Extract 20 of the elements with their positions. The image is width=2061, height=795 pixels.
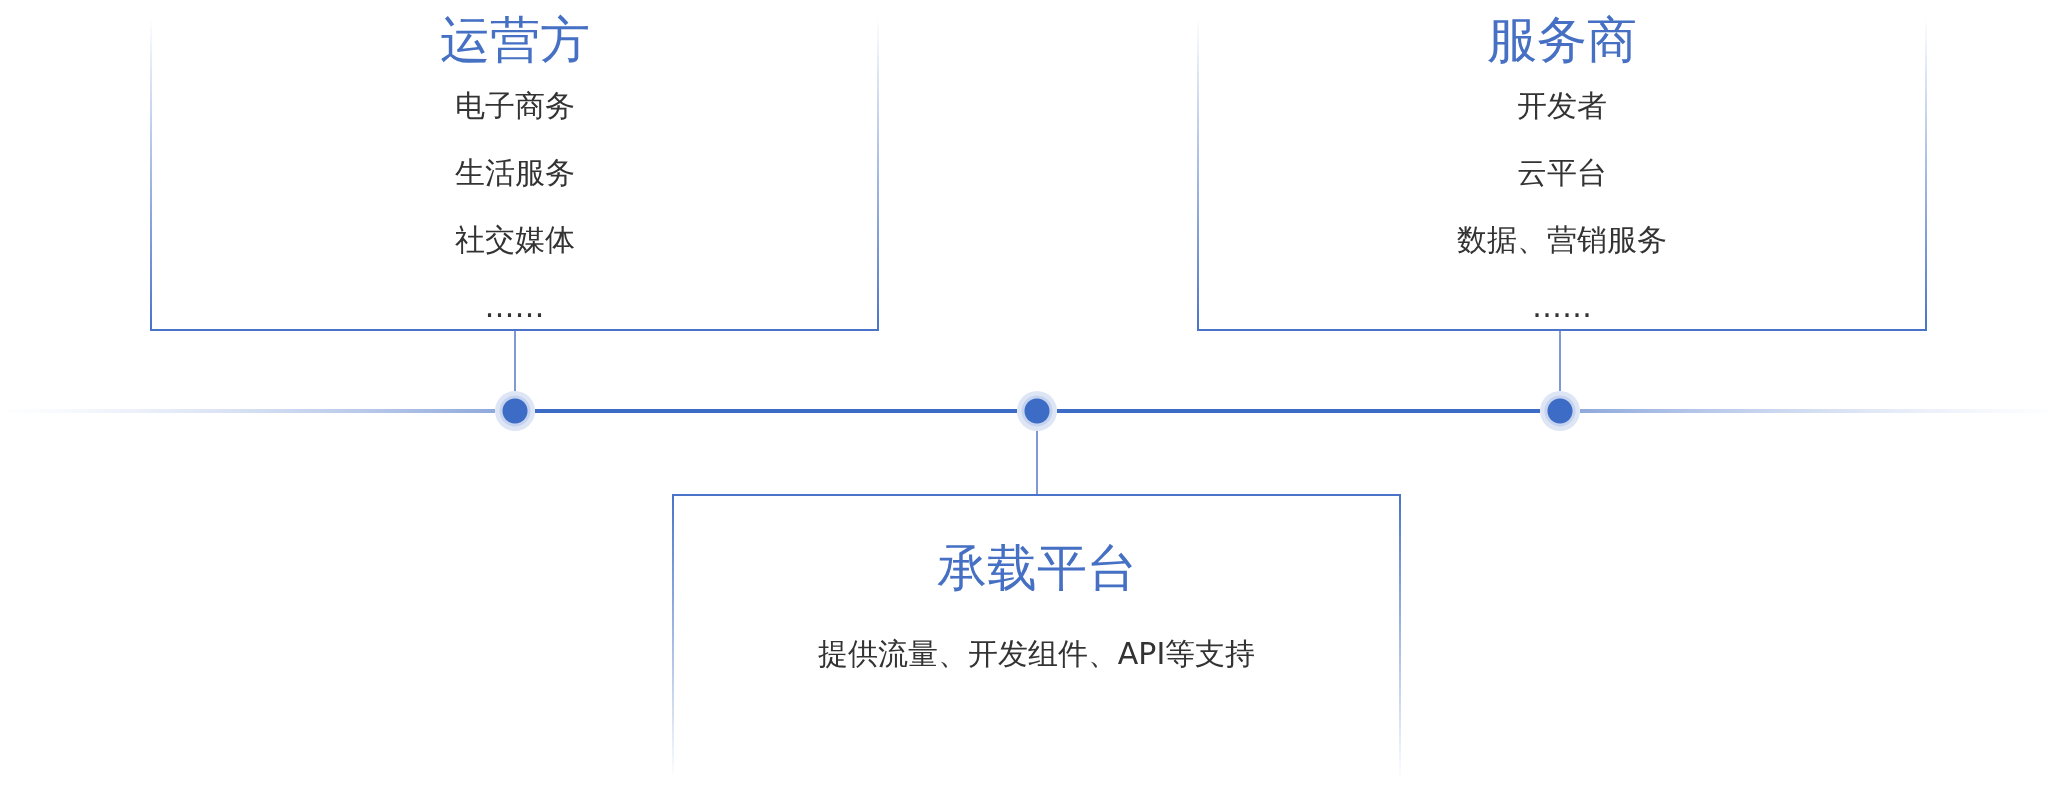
- connector-line: [1559, 330, 1561, 392]
- box-item: 开发者: [1517, 87, 1607, 125]
- connector-line: [514, 330, 516, 392]
- box-item: 数据、营销服务: [1457, 221, 1667, 259]
- box-item: 云平台: [1517, 154, 1607, 192]
- timeline-dot: [1017, 391, 1057, 431]
- timeline-dot: [1540, 391, 1580, 431]
- box-item: ……: [1532, 288, 1592, 326]
- box-title: 运营方: [439, 10, 590, 71]
- box-title: 承载平台: [936, 538, 1137, 599]
- connector-line: [1057, 409, 1540, 413]
- connector-line: [1036, 430, 1038, 495]
- connector-line: [535, 409, 1017, 413]
- box-item: ……: [484, 288, 545, 326]
- box-item: 生活服务: [454, 154, 575, 192]
- timeline-dot: [495, 391, 535, 431]
- box-item: 社交媒体: [454, 221, 575, 259]
- box-item: 提供流量、开发组件、API等支持: [817, 635, 1256, 673]
- box-title: 服务商: [1487, 10, 1637, 71]
- box-item: 电子商务: [454, 87, 575, 125]
